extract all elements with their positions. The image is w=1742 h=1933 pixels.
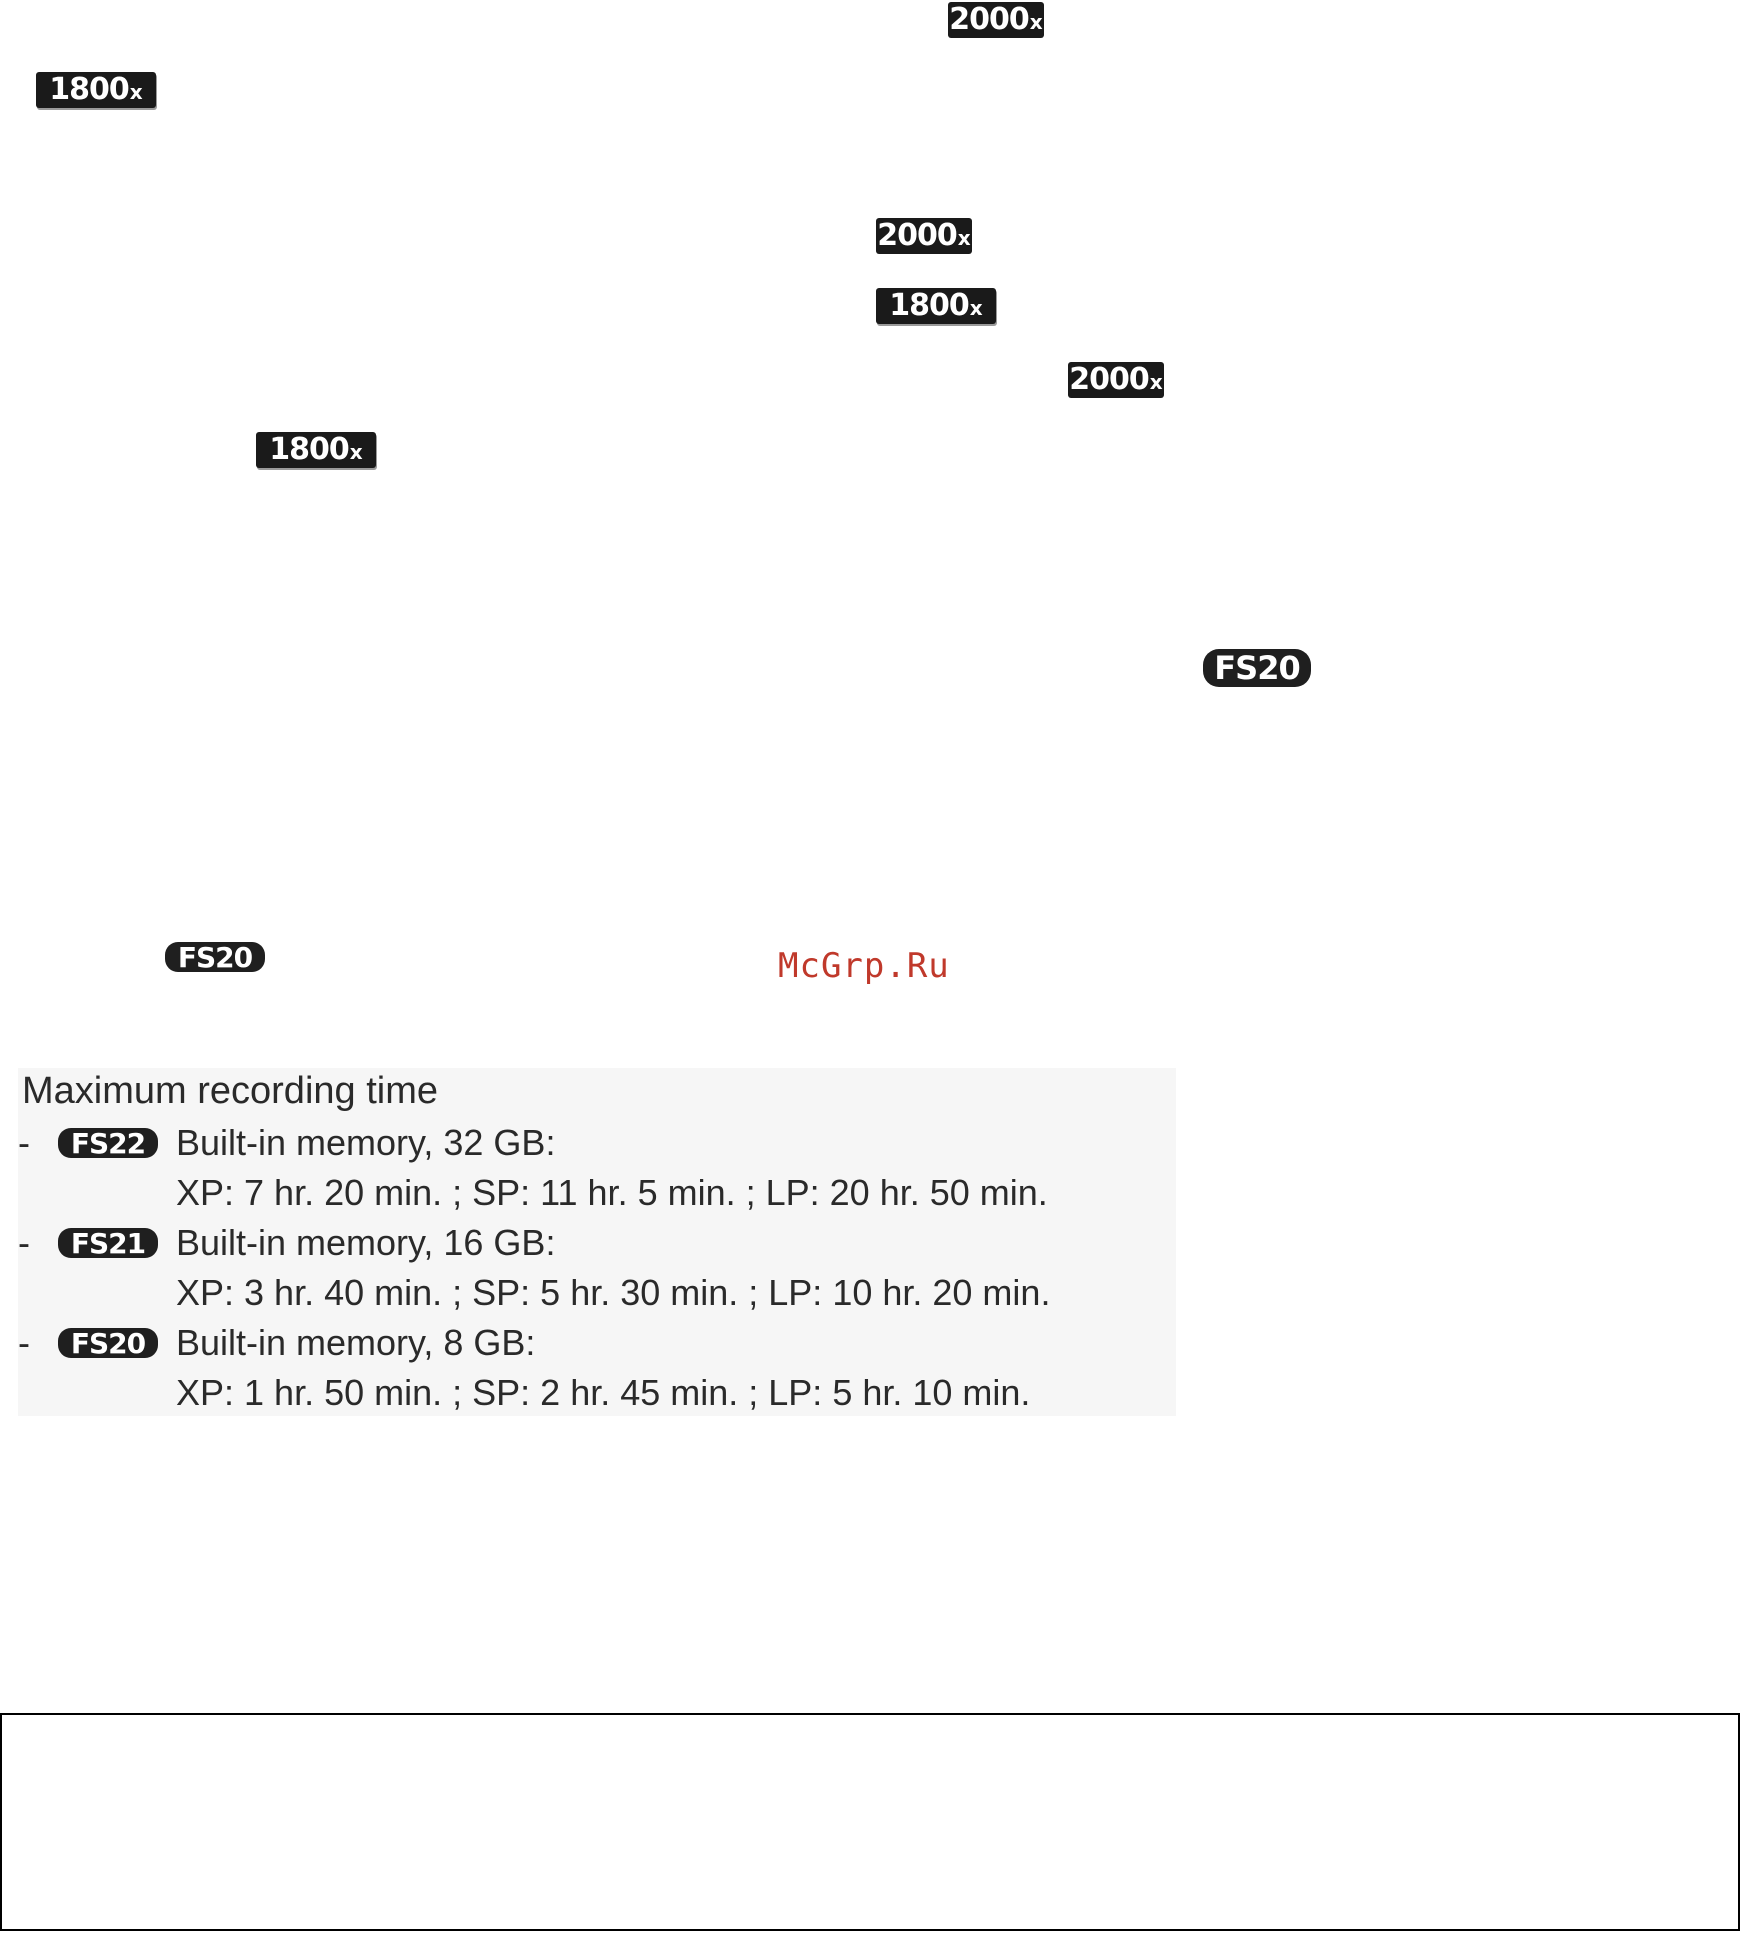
list-item: - FS20 Built-in memory, 8 GB:: [18, 1318, 1176, 1368]
badge-suffix: x: [969, 296, 983, 320]
badge-number: 1800: [269, 432, 349, 467]
list-dash: -: [18, 1122, 30, 1163]
model-fs20-badge: FS20: [1203, 649, 1311, 687]
badge-suffix: x: [349, 440, 363, 464]
recording-times: XP: 1 hr. 50 min. ; SP: 2 hr. 45 min. ; …: [176, 1372, 1031, 1413]
model-fs22-badge: FS22: [58, 1127, 158, 1160]
footer-box: [0, 1713, 1740, 1931]
badge-number: 2000: [1069, 362, 1149, 397]
badge-suffix: x: [957, 226, 971, 250]
model-fs21-badge: FS21: [58, 1227, 158, 1260]
badge-number: 2000: [949, 2, 1029, 37]
badge-suffix: x: [129, 80, 143, 104]
watermark-text: McGrp.Ru: [778, 946, 950, 986]
list-item: - FS22 Built-in memory, 32 GB:: [18, 1118, 1176, 1168]
list-item: - FS21 Built-in memory, 16 GB:: [18, 1218, 1176, 1268]
badge-number: 1800: [49, 72, 129, 107]
memory-label: Built-in memory, 8 GB:: [176, 1322, 536, 1363]
recording-times: XP: 3 hr. 40 min. ; SP: 5 hr. 30 min. ; …: [176, 1272, 1051, 1313]
recording-time-section: Maximum recording time - FS22 Built-in m…: [18, 1068, 1176, 1416]
section-heading: Maximum recording time: [22, 1070, 438, 1112]
memory-label: Built-in memory, 16 GB:: [176, 1222, 556, 1263]
badge-suffix: x: [1029, 10, 1043, 34]
model-fs20-badge: FS20: [58, 1327, 158, 1360]
badge-number: 2000: [877, 218, 957, 253]
badge-number: 1800: [889, 288, 969, 323]
list-dash: -: [18, 1222, 30, 1263]
list-dash: -: [18, 1322, 30, 1363]
model-fs20-badge: FS20: [165, 941, 265, 974]
memory-label: Built-in memory, 32 GB:: [176, 1122, 556, 1163]
recording-times: XP: 7 hr. 20 min. ; SP: 11 hr. 5 min. ; …: [176, 1172, 1048, 1213]
badge-suffix: x: [1149, 370, 1163, 394]
